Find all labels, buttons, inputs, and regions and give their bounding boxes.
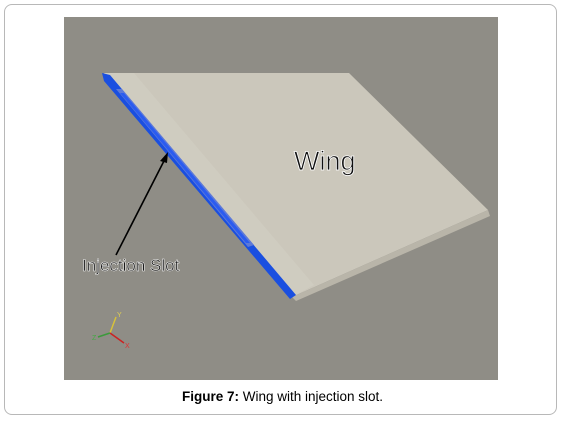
wing-render: Wing Injection Slot Y X Z: [82, 73, 490, 350]
axis-y-line: [109, 316, 117, 334]
render-viewport: Wing Injection Slot Y X Z: [64, 17, 498, 380]
injection-slot-highlight: [120, 93, 250, 243]
axis-x-label: X: [125, 343, 130, 350]
pointer-arrow-line: [115, 156, 167, 256]
wing-shading: [104, 73, 314, 297]
injection-slot-label: Injection Slot: [82, 256, 180, 275]
caption-text: Wing with injection slot.: [238, 389, 384, 404]
axis-triad: Y X Z: [92, 312, 130, 350]
wing-surface: [104, 73, 488, 297]
figure-caption: Figure 7: Wing with injection slot.: [0, 389, 565, 404]
axis-z-line: [97, 332, 111, 338]
caption-number: Figure 7:: [181, 389, 239, 404]
wing-label: Wing: [294, 146, 356, 176]
pointer-arrow-head: [160, 152, 168, 163]
wing-trailing-edge: [292, 210, 490, 301]
axis-z-label: Z: [92, 335, 97, 342]
axis-y-label: Y: [117, 312, 122, 319]
axis-x-line: [109, 332, 125, 344]
